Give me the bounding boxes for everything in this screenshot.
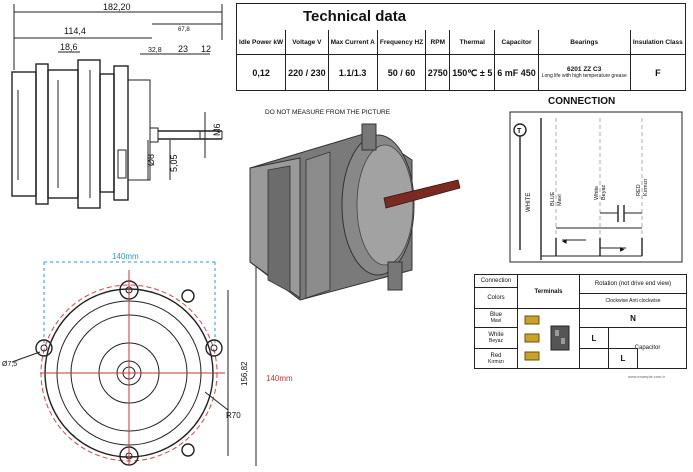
ct-blue-n: N	[579, 308, 687, 328]
ct-row-red: Red Kırmızı	[474, 348, 518, 369]
ct-header-colors: Colors	[474, 287, 518, 309]
ct-row-blue: Blue Mavi	[474, 308, 518, 328]
th-idle-power: Idle Power kW	[237, 30, 286, 55]
wire-sub-white2: Beyaz	[601, 184, 607, 200]
motor-render-image: DO NOT MEASURE FROM THE PICTURE	[249, 109, 461, 301]
th-thermal: Thermal	[449, 30, 495, 55]
wire-sub-red: Kırmızı	[643, 179, 649, 196]
dim-radius: R70	[226, 411, 241, 420]
dim-hole-dia: Ø7,5	[2, 361, 17, 368]
th-rpm: RPM	[425, 30, 450, 55]
td-capacitor: 6 mF 450	[494, 54, 539, 91]
ct-rotation-sub: Clockwise Anti clockwise	[579, 293, 687, 309]
dim-width-top: 140mm	[112, 252, 139, 261]
td-rpm: 2750	[425, 54, 450, 91]
wire-label-white: WHITE	[526, 193, 532, 212]
wire-label-red: RED	[636, 184, 642, 196]
th-bearings: Bearings	[537, 30, 631, 55]
footnote: www.example.com.tr	[628, 374, 665, 379]
dim-width-side: 140mm	[266, 374, 293, 383]
ct-white-l: L	[579, 327, 609, 349]
connection-table: Connection Colors Terminals Rotation (no…	[474, 274, 687, 369]
th-capacitor: Capacitor	[494, 30, 539, 55]
ct-header-terminals: Terminals	[517, 274, 580, 309]
measure-warning: DO NOT MEASURE FROM THE PICTURE	[265, 109, 391, 116]
dim-shaft-dia: Ø8	[146, 154, 156, 166]
dim-height: 156,82	[240, 361, 249, 386]
technical-table: Idle Power kW Voltage V Max Current A Fr…	[237, 30, 685, 91]
ct-color-blue-sub: Mavi	[490, 318, 502, 324]
td-frequency: 50 / 60	[376, 54, 426, 91]
terminal-t-label: T	[517, 128, 522, 135]
th-insulation: Insulation Class	[629, 30, 685, 55]
td-voltage: 220 / 230	[285, 54, 329, 91]
td-idle-power: 0,12	[252, 67, 270, 78]
ct-color-blue: Blue	[489, 312, 502, 318]
ct-header-connection: Connection	[474, 274, 518, 288]
ct-red-cw	[579, 348, 609, 369]
th-frequency: Frequency HZ	[376, 30, 426, 55]
front-view: 140mm 156,82 140mm Ø7,5 R70	[2, 250, 293, 466]
arrow-right: ▶	[620, 247, 625, 253]
wire-label-blue: BLUE	[550, 191, 556, 206]
ct-header-rotation: Rotation (not drive end view)	[579, 274, 687, 294]
technical-title: Technical data	[302, 8, 407, 25]
ct-color-red-sub: Kırmızı	[488, 358, 504, 365]
th-max-current: Max Current A	[327, 30, 378, 55]
ct-terminal-image	[517, 308, 580, 369]
td-insulation: F	[629, 54, 685, 91]
dim-thread: M6	[212, 123, 222, 136]
dim-12: 12	[201, 44, 211, 54]
dim-67-8: 67,8	[178, 27, 190, 33]
dim-body-length: 114,4	[64, 26, 86, 36]
ct-color-red: Red	[490, 352, 502, 359]
wire-label-white2: White	[594, 186, 600, 200]
td-max-current: 1.1/1.3	[327, 54, 378, 91]
ct-red-l: L	[608, 348, 638, 369]
bearing-note: Long life with high temperature grease	[541, 73, 627, 79]
dim-overall-length: 182,20	[103, 2, 131, 12]
arrow-left: ◀	[562, 239, 567, 245]
td-bearings: 6201 ZZ C3 Long life with high temperatu…	[537, 54, 631, 91]
td-thermal: 150℃ ± 5	[449, 54, 495, 91]
connection-title: CONNECTION	[548, 96, 615, 107]
dim-18-6: 18,6	[60, 42, 78, 52]
ct-row-white: White Beyaz	[474, 327, 518, 349]
technical-data-panel: Technical data Idle Power kW Voltage V M…	[236, 3, 686, 91]
side-view: 182,20 114,4 67,8 18,6 32,8 23 12 M6 Ø	[11, 2, 223, 209]
connection-diagram: CONNECTION T ◀ ▶ WHITE BLUE Mavi White B…	[509, 96, 683, 263]
ct-color-white-sub: Beyaz	[489, 338, 503, 344]
dim-32-8: 32,8	[148, 47, 162, 54]
terminal-connector-icon	[524, 315, 569, 360]
th-voltage: Voltage V	[285, 30, 329, 55]
ct-color-white: White	[488, 332, 504, 338]
dim-23: 23	[178, 44, 188, 54]
wire-sub-blue: Mavi	[557, 194, 563, 206]
bearing-model: 6201 ZZ C3	[567, 66, 602, 73]
dim-5-05: 5,05	[169, 154, 179, 172]
